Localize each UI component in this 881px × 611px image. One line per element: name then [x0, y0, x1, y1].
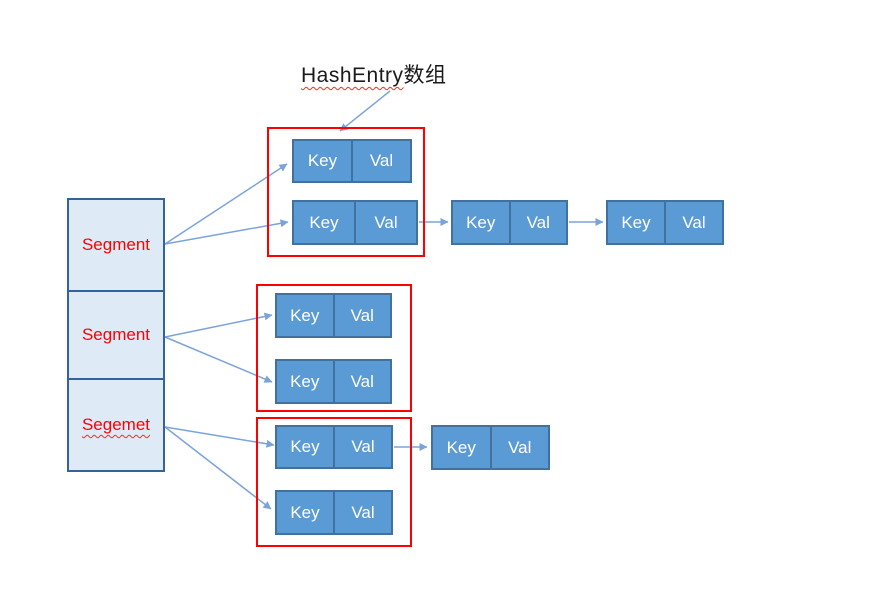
title-cjk-text: 数组 [403, 64, 447, 87]
key-cell: Key [608, 202, 666, 243]
title-latin-text: HashEntry [301, 64, 404, 87]
hash-entry-bucket2-entry2: Key Val [275, 359, 392, 404]
hash-entry-chain3-node1: Key Val [431, 425, 550, 470]
key-cell: Key [277, 295, 335, 336]
segment-array: Segment Segment Segemet [67, 198, 165, 472]
hash-entry-chain1-node2: Key Val [606, 200, 724, 245]
val-cell: Val [369, 151, 394, 170]
hash-entry-bucket1-entry2: Key Val [292, 200, 418, 245]
segment-label-1: Segment [81, 235, 151, 254]
hash-entry-bucket3-entry2: Key Val [275, 490, 393, 535]
key-cell: Key [277, 427, 335, 467]
key-cell: Key [294, 202, 356, 243]
key-cell: Key [277, 361, 335, 402]
val-cell: Val [374, 212, 398, 232]
val-cell: Val [350, 371, 374, 391]
segment-cell-3: Segemet [69, 380, 163, 470]
key-cell: Key [453, 202, 511, 243]
arrow-segment3-to-entry2-icon [164, 426, 272, 510]
val-cell: Val [508, 437, 532, 457]
val-cell: Val [526, 212, 550, 232]
val-cell: Val [351, 437, 375, 456]
key-cell: Key [433, 427, 492, 468]
val-cell: Val [351, 502, 375, 522]
bucket-frame-3 [256, 417, 412, 547]
arrow-segment2-to-entry1-icon [164, 312, 273, 338]
key-cell: Key [294, 141, 353, 181]
bucket-frame-2 [256, 284, 412, 412]
arrow-title-to-entry-icon [339, 90, 391, 132]
segment-cell-1: Segment [69, 200, 163, 292]
arrow-segment1-to-entry1-icon [164, 163, 288, 245]
diagram-title: HashEntry数组 [301, 59, 447, 89]
hash-entry-chain1-node1: Key Val [451, 200, 568, 245]
segment-cell-2: Segment [69, 292, 163, 380]
arrow-segment2-to-entry2-icon [164, 336, 273, 383]
segment-label-2: Segment [81, 325, 151, 344]
hash-entry-bucket1-entry1: Key Val [292, 139, 412, 183]
arrow-segment3-to-entry1-icon [164, 426, 275, 448]
hash-entry-bucket2-entry1: Key Val [275, 293, 392, 338]
val-cell: Val [350, 305, 374, 325]
val-cell: Val [682, 212, 706, 232]
segment-label-3: Segemet [81, 415, 151, 434]
key-cell: Key [277, 492, 335, 533]
hash-entry-bucket3-entry1: Key Val [275, 425, 393, 469]
